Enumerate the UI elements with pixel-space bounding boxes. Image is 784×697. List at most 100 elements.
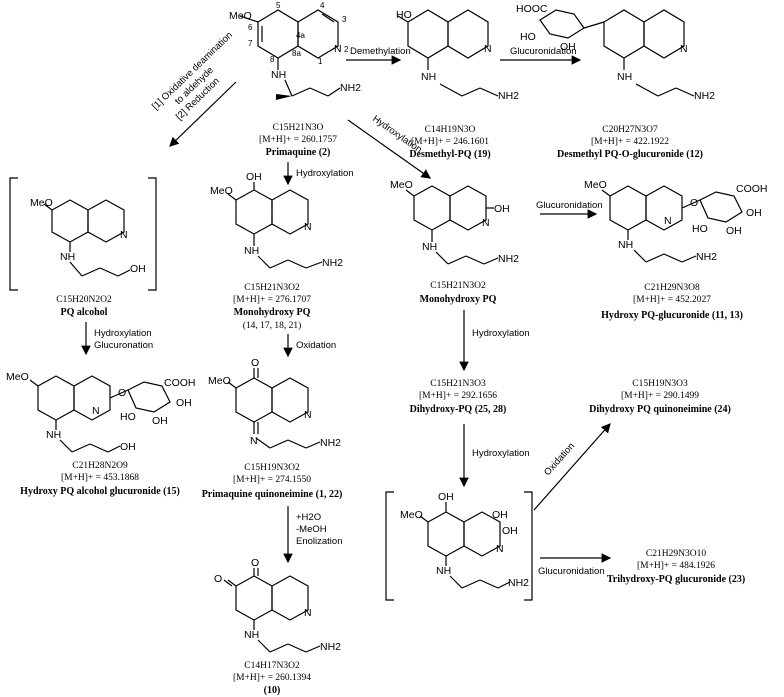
- amino-label: NH2: [498, 90, 519, 102]
- methoxy-label: MeO: [390, 179, 413, 191]
- ring-n-label: N: [92, 405, 100, 417]
- c10-name: (10): [264, 685, 281, 696]
- monohydroxy-b-formula: C15H21N3O2: [430, 281, 486, 291]
- desmethyl-gluc-formula: C20H27N3O7: [602, 125, 658, 135]
- hydroxyl-label: OH: [130, 263, 146, 275]
- hydroxyl-label: OH: [438, 491, 454, 503]
- trihydroxy-gluc-name: Trihydroxy-PQ glucuronide (23): [607, 574, 745, 585]
- ring-n-label: N: [482, 217, 490, 229]
- methoxy-label: MeO: [30, 197, 53, 209]
- monohydroxy-a-formula: C15H21N3O2: [244, 283, 300, 293]
- methoxy-label: MeO: [229, 10, 252, 22]
- svg-text:1: 1: [318, 57, 323, 66]
- svg-text:4: 4: [320, 1, 325, 10]
- ring-n-label: N: [334, 43, 342, 55]
- methoxy-label: MeO: [210, 185, 233, 197]
- hydroxyl-label: OH: [560, 41, 576, 53]
- amine-label: NH: [60, 251, 75, 263]
- carboxyl-label: COOH: [164, 377, 196, 389]
- hydroxyl-label: OH: [494, 203, 510, 215]
- desmethyl-glucuronide-structure: HOOC HO OH NH NH2 N: [516, 3, 715, 102]
- primaquine-structure: MeO NH NH2 N 5 4 3 6 4a 7 8a 8 1 2: [229, 1, 361, 100]
- arrow-oxidation-2: [533, 423, 611, 511]
- hydroxy-gluc-formula: C21H29N3O8: [644, 283, 700, 293]
- amine-label: NH: [46, 429, 61, 441]
- dihydroxy-quin-formula: C15H19N3O3: [632, 379, 688, 389]
- hydroxyl-label: OH: [726, 225, 742, 237]
- hydroxy-gluc-mass: [M+H]+ = 452.2027: [633, 295, 711, 305]
- ring-n-label: N: [120, 229, 128, 241]
- trihydroxy-structure: OH MeO OH OH NH NH2 N: [385, 491, 533, 601]
- monohydroxy-a-mass: [M+H]+ = 276.1707: [233, 295, 311, 305]
- label-oxidation-2: Oxidation: [542, 441, 577, 478]
- label-hydroxylation-down: Hydroxylation: [296, 168, 354, 179]
- ring-n-label: N: [484, 43, 492, 55]
- quinoneimine-mass: [M+H]+ = 274.1550: [233, 475, 311, 485]
- hydroxyl-label: HO: [120, 411, 136, 423]
- label-hydroxylation-3: Hydroxylation: [472, 448, 530, 459]
- imine-n-label: N: [250, 435, 258, 447]
- trihydroxy-gluc-formula: C21H29N3O10: [646, 549, 706, 559]
- label-hydroxylation-gluc-2: Glucuronation: [94, 340, 153, 351]
- amine-label: NH: [436, 565, 451, 577]
- amine-label: NH: [618, 239, 633, 251]
- methoxy-label: MeO: [584, 179, 607, 191]
- pq-alcohol-name: PQ alcohol: [61, 307, 108, 318]
- hydroxy-gluc-name: Hydroxy PQ-glucuronide (11, 13): [601, 310, 743, 321]
- hydroxy-gluc-structure: MeO O COOH OH HO OH NH NH2 N: [584, 179, 768, 263]
- hydroxyl-label: OH: [502, 525, 518, 537]
- methoxy-label: MeO: [208, 375, 231, 387]
- svg-text:2: 2: [344, 45, 349, 54]
- label-hydroxylation-gluc-1: Hydroxylation: [94, 328, 152, 339]
- alcohol-gluc-structure: MeO O COOH OH HO OH NH OH N: [6, 371, 196, 453]
- desmethyl-gluc-name: Desmethyl PQ-O-glucuronide (12): [557, 149, 703, 160]
- hydroxyl-label: OH: [492, 509, 508, 521]
- desmethyl-mass: [M+H]+ = 246.1601: [411, 137, 489, 147]
- desmethyl-gluc-mass: [M+H]+ = 422.1922: [591, 137, 669, 147]
- ring-n-label: N: [304, 221, 312, 233]
- hydroxyl-label: OH: [746, 207, 762, 219]
- svg-text:8: 8: [270, 55, 275, 64]
- alcohol-gluc-mass: [M+H]+ = 453.1868: [61, 473, 139, 483]
- amino-label: NH2: [322, 257, 343, 269]
- ether-o-label: O: [118, 387, 126, 399]
- svg-text:7: 7: [248, 39, 253, 48]
- dihydroxy-name: Dihydroxy-PQ (25, 28): [410, 404, 507, 415]
- label-demethylation: Demethylation: [350, 46, 411, 57]
- monohydroxy-a-structure: MeO OH NH NH2 N: [210, 171, 343, 269]
- hydroxyl-label: HO: [396, 9, 412, 21]
- hydroxyl-label: OH: [176, 397, 192, 409]
- quinoneimine-structure: O MeO N NH2 N: [208, 357, 341, 449]
- label-water-1: +H2O: [296, 512, 321, 523]
- ring-n-label: N: [304, 607, 312, 619]
- desmethyl-formula: C14H19N3O: [425, 125, 476, 135]
- hydroxyl-label: OH: [246, 171, 262, 183]
- ring-n-label: N: [680, 43, 688, 55]
- label-glucuronidation-3: Glucuronidation: [538, 566, 605, 577]
- pq-alcohol-formula: C15H20N2O2: [56, 295, 112, 305]
- amino-label: NH2: [696, 251, 717, 263]
- amine-label: NH: [421, 71, 436, 83]
- ether-o-label: O: [690, 197, 698, 209]
- carboxyl-label: COOH: [736, 183, 768, 195]
- quinoneimine-name: Primaquine quinoneimine (1, 22): [202, 489, 343, 500]
- svg-text:6: 6: [248, 23, 253, 32]
- ring-n-label: N: [496, 543, 504, 555]
- pq-alcohol-structure: MeO NH OH N: [9, 177, 157, 291]
- label-water-2: -MeOH: [296, 524, 327, 535]
- monohydroxy-b-structure: MeO OH NH NH2 N: [390, 179, 519, 265]
- amino-label: NH2: [320, 437, 341, 449]
- monohydroxy-a-ids: (14, 17, 18, 21): [243, 320, 302, 331]
- dihydroxy-quin-name: Dihydroxy PQ quinoneimine (24): [589, 404, 731, 415]
- methoxy-label: MeO: [6, 371, 29, 383]
- ring-n-label: N: [664, 215, 672, 227]
- amine-label: NH: [244, 629, 259, 641]
- amine-label: NH: [244, 245, 259, 257]
- svg-text:5: 5: [276, 1, 281, 10]
- label-oxidation-1: Oxidation: [296, 340, 336, 351]
- carboxyl-label: HOOC: [516, 3, 548, 15]
- amine-label: NH: [617, 71, 632, 83]
- label-glucuronidation-2: Glucuronidation: [536, 200, 603, 211]
- hydroxyl-label: HO: [520, 31, 536, 43]
